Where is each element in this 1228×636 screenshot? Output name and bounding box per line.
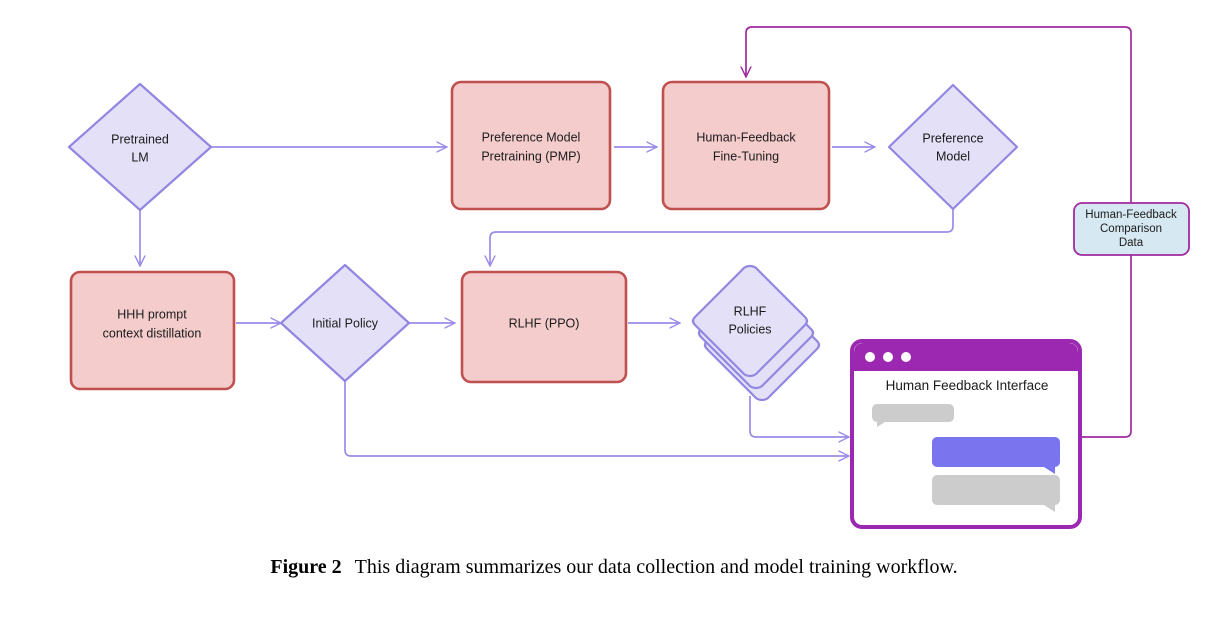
node-label-line1: Human-Feedback <box>1085 209 1177 221</box>
traffic-light-dot-3[interactable] <box>901 352 911 362</box>
node-label-line2: Policies <box>728 322 771 336</box>
node-label-line1: Pretrained <box>111 132 169 146</box>
node-label-line1: Human-Feedback <box>696 130 796 144</box>
process-shape <box>661 80 831 211</box>
node-label-line2: Pretraining (PMP) <box>481 149 580 163</box>
process-shape <box>69 270 236 391</box>
diamond-shape <box>279 263 411 383</box>
node-label-line1: RLHF <box>734 304 767 318</box>
node-label-line1: Preference Model <box>482 130 581 144</box>
node-label-line2: Comparison <box>1100 223 1162 235</box>
node-label-line1: HHH prompt <box>117 307 187 321</box>
window-titlebar <box>854 343 1078 371</box>
node-initial-policy[interactable]: Initial Policy <box>279 263 411 383</box>
figure-caption-label: Figure 2 <box>270 556 342 578</box>
human-feedback-interface-window[interactable]: Human Feedback Interface <box>850 339 1082 529</box>
node-hhh-context-distillation[interactable]: HHH prompt context distillation <box>69 270 236 391</box>
edge-policies-to-interface <box>749 396 849 437</box>
node-label-line1: Initial Policy <box>312 316 379 330</box>
chat-bubble-other-left <box>872 404 954 427</box>
node-label-line2: context distillation <box>103 326 202 340</box>
node-pretrained-lm[interactable]: Pretrained LM <box>67 82 213 212</box>
traffic-light-dot-1[interactable] <box>865 352 875 362</box>
node-rlhf-ppo[interactable]: RLHF (PPO) <box>460 270 628 384</box>
node-label-line2: Fine-Tuning <box>713 149 779 163</box>
node-label-line2: LM <box>131 150 148 164</box>
diamond-shape <box>887 83 1019 211</box>
node-label-line3: Data <box>1119 237 1144 249</box>
traffic-light-dot-2[interactable] <box>883 352 893 362</box>
edge-interface-to-comparisondata <box>1080 252 1132 438</box>
edge-comparisondata-to-finetune <box>746 26 1132 206</box>
node-human-feedback-comparison-data[interactable]: Human-Feedback Comparison Data <box>1073 202 1190 256</box>
node-pmp[interactable]: Preference Model Pretraining (PMP) <box>450 80 612 211</box>
chat-bubble-other-right <box>932 475 1060 512</box>
data-store-shape <box>1073 202 1190 256</box>
window-title: Human Feedback Interface <box>886 378 1049 393</box>
edge-initialpolicy-to-interface <box>344 381 849 456</box>
node-human-feedback-finetuning[interactable]: Human-Feedback Fine-Tuning <box>661 80 831 211</box>
node-label-line1: RLHF (PPO) <box>509 316 580 330</box>
node-rlhf-policies[interactable]: RLHF Policies <box>691 264 821 402</box>
process-shape <box>460 270 628 384</box>
edge-prefmodel-to-rlhf <box>490 206 954 266</box>
node-label-line1: Preference <box>922 131 983 145</box>
diamond-shape <box>67 82 213 212</box>
diamond-stack-front <box>691 264 809 378</box>
edges-layer <box>140 26 1132 456</box>
node-label-line2: Model <box>936 149 970 163</box>
chat-bubble-user-right <box>932 437 1060 474</box>
figure-caption: Figure 2 This diagram summarizes our data… <box>0 556 1228 579</box>
node-preference-model[interactable]: Preference Model <box>887 83 1019 211</box>
figure-caption-text: This diagram summarizes our data collect… <box>354 556 958 578</box>
process-shape <box>450 80 612 211</box>
